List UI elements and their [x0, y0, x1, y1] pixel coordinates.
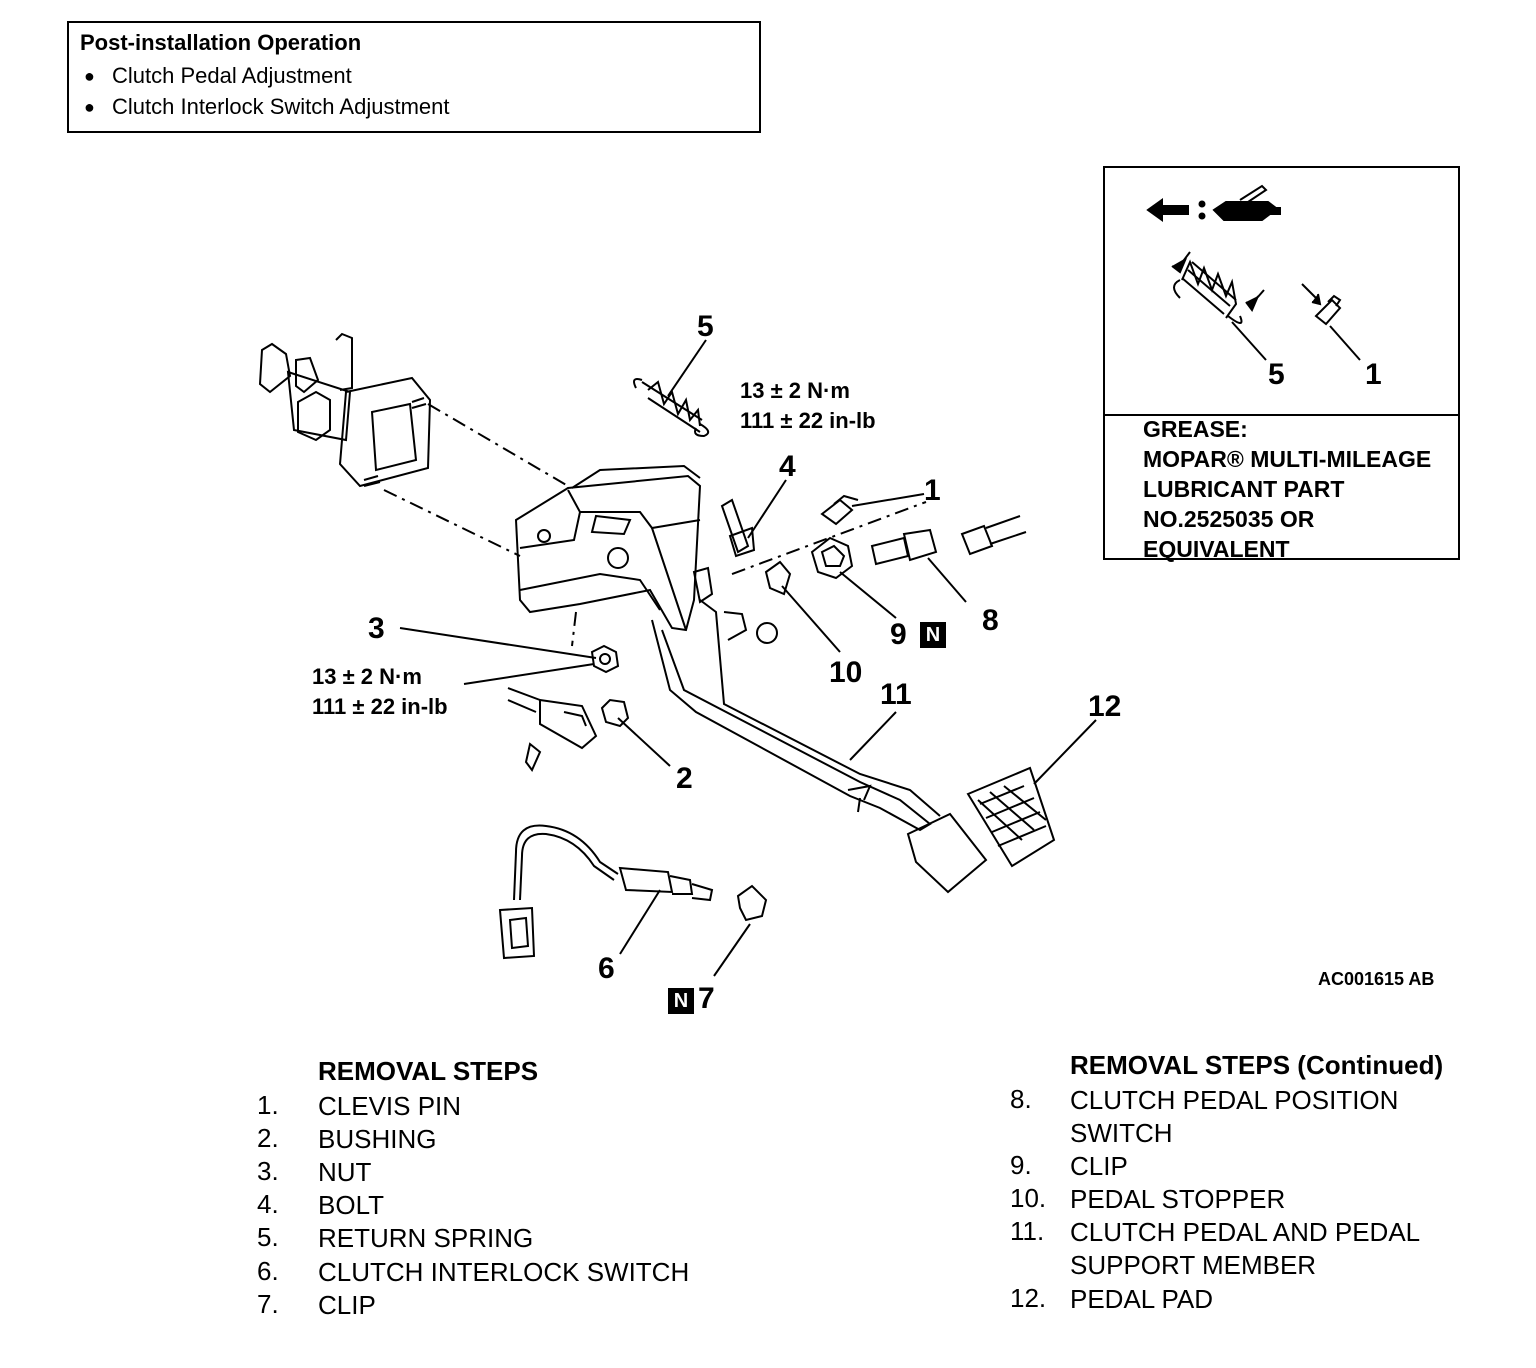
step-label: BUSHING	[318, 1124, 437, 1154]
grease-box-divider	[1103, 414, 1460, 416]
nut	[592, 646, 618, 672]
grease-line-5: EQUIVALENT	[1143, 536, 1290, 562]
callout-10: 10	[829, 656, 863, 689]
step-label: CLUTCH PEDAL AND PEDAL	[1070, 1217, 1421, 1247]
torque-nut-inlb: 111 ± 22 in-lb	[312, 694, 448, 719]
master-cylinder	[260, 334, 430, 486]
clevis-pin-grease-detail	[1302, 284, 1360, 360]
pedal-pad-mount	[908, 814, 986, 892]
bullet-icon: ●	[84, 66, 95, 86]
step-number: 10.	[1010, 1183, 1047, 1213]
n-badge-7: N	[668, 988, 694, 1014]
alignment-lines	[384, 404, 926, 646]
cotter-pin	[526, 744, 540, 770]
callout-1: 1	[924, 474, 941, 507]
torque-bolt-nm: 13 ± 2 N·m	[740, 378, 850, 403]
grease-gun-icon	[1148, 186, 1280, 220]
pedal-support-bracket	[516, 466, 712, 630]
callout-6: 6	[598, 952, 615, 985]
step-label: PEDAL STOPPER	[1070, 1184, 1286, 1214]
post-item-clutch-pedal-adjustment: Clutch Pedal Adjustment	[112, 63, 352, 88]
grease-box	[1103, 166, 1460, 560]
bushing	[602, 700, 628, 726]
pedal-stopper	[766, 562, 790, 594]
step-label: PEDAL PAD	[1070, 1284, 1214, 1314]
step-number: 8.	[1010, 1084, 1032, 1114]
grease-callout-5: 5	[1268, 358, 1285, 391]
step-number: 11.	[1010, 1216, 1045, 1246]
callout-9: 9	[890, 618, 907, 651]
callout-4: 4	[779, 450, 796, 483]
grease-line-4: NO.2525035 OR	[1143, 506, 1315, 532]
callout-11: 11	[880, 678, 912, 711]
clip-nine	[812, 538, 852, 578]
clevis-pin-head	[834, 496, 858, 504]
step-number: 9.	[1010, 1150, 1032, 1180]
step-number: 12.	[1010, 1283, 1047, 1313]
step-number: 2.	[257, 1123, 279, 1153]
n-badge-9: N	[920, 622, 946, 648]
step-label: CLUTCH INTERLOCK SWITCH	[318, 1257, 690, 1287]
removal-steps-continued-title: REMOVAL STEPS (Continued)	[1070, 1050, 1444, 1080]
step-label: CLIP	[1070, 1151, 1128, 1181]
callout-12: 12	[1088, 690, 1122, 723]
step-number: 1.	[257, 1090, 279, 1120]
step-label: CLUTCH PEDAL POSITION	[1070, 1085, 1399, 1115]
step-number: 7.	[257, 1289, 279, 1319]
step-number: 5.	[257, 1222, 279, 1252]
figure-id: AC001615 AB	[1318, 969, 1435, 989]
post-installation-box	[67, 21, 761, 133]
leader-lines	[400, 340, 1096, 976]
grease-line-1: GREASE:	[1143, 416, 1248, 442]
clutch-pedal-arm	[652, 600, 940, 830]
post-item-interlock-switch-adjustment: Clutch Interlock Switch Adjustment	[112, 94, 450, 119]
callout-7: 7	[698, 982, 715, 1015]
position-switch-connector	[962, 516, 1026, 554]
step-label: CLIP	[318, 1290, 376, 1320]
step-label: RETURN SPRING	[318, 1223, 534, 1253]
step-label: NUT	[318, 1157, 372, 1187]
callout-5: 5	[697, 310, 714, 343]
grease-line-3: LUBRICANT PART	[1143, 476, 1345, 502]
grease-callout-1: 1	[1365, 358, 1382, 391]
return-spring-grease-detail	[1172, 252, 1266, 360]
step-label: BOLT	[318, 1190, 384, 1220]
torque-nut-nm: 13 ± 2 N·m	[312, 664, 422, 689]
grease-line-2: MOPAR® MULTI-MILEAGE	[1143, 446, 1432, 472]
bolt	[722, 500, 754, 556]
step-number: 3.	[257, 1156, 279, 1186]
clutch-pedal-position-switch	[872, 530, 936, 564]
clutch-interlock-switch	[500, 826, 712, 958]
post-installation-title: Post-installation Operation	[80, 30, 362, 55]
step-label: SUPPORT MEMBER	[1070, 1250, 1317, 1280]
step-number: 4.	[257, 1189, 279, 1219]
bullet-icon: ●	[84, 97, 95, 117]
clevis-pin	[822, 500, 852, 524]
callout-8: 8	[982, 604, 999, 637]
step-label: SWITCH	[1070, 1118, 1173, 1148]
pedal-pad	[968, 768, 1054, 866]
step-label: CLEVIS PIN	[318, 1091, 462, 1121]
return-spring	[634, 379, 708, 436]
callout-2: 2	[676, 762, 693, 795]
clevis-rod-end	[508, 688, 596, 748]
callout-3: 3	[368, 612, 385, 645]
removal-steps-title: REMOVAL STEPS	[318, 1056, 539, 1086]
step-number: 6.	[257, 1256, 279, 1286]
clip-seven	[738, 886, 766, 920]
torque-bolt-inlb: 111 ± 22 in-lb	[740, 408, 876, 433]
